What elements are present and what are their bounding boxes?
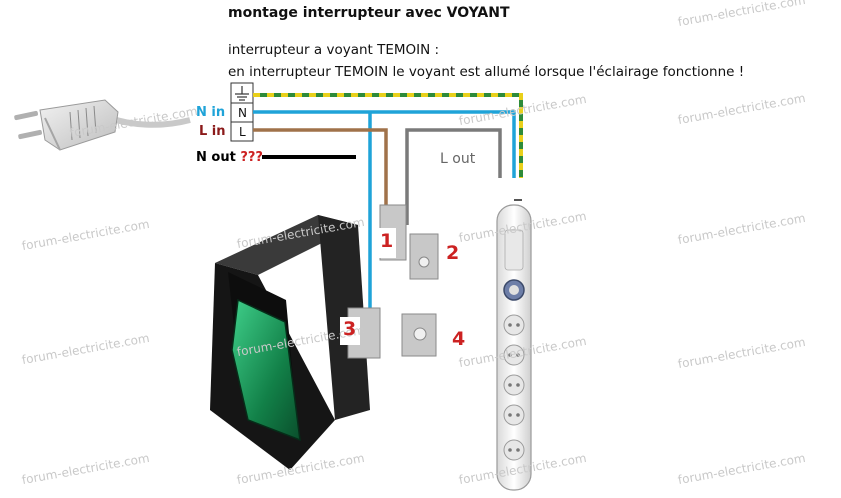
description: en interrupteur TEMOIN le voyant est all… <box>228 64 745 80</box>
n-out-label: N out ??? <box>196 150 263 165</box>
wires <box>253 93 523 318</box>
page-title: montage interrupteur avec VOYANT <box>228 5 510 21</box>
pin-1-label: 1 <box>380 230 394 252</box>
rocker-switch-icon <box>210 204 439 470</box>
terminal-l-label: L <box>239 125 246 139</box>
l-in-label: L in <box>199 124 226 139</box>
power-strip-icon <box>496 199 532 491</box>
l-out-label: L out <box>440 151 476 167</box>
earth-symbol-icon <box>235 86 249 101</box>
n-out-question: ??? <box>240 150 263 165</box>
subtitle: interrupteur a voyant TEMOIN : <box>228 42 440 58</box>
pin-4-label: 4 <box>452 328 466 350</box>
n-in-label: N in <box>196 105 226 120</box>
terminal-n-label: N <box>238 106 247 120</box>
plug-icon <box>14 99 191 151</box>
n-out-text: N out <box>196 150 236 165</box>
pin-3-label: 3 <box>343 318 357 340</box>
pin-2-label: 2 <box>446 242 460 264</box>
